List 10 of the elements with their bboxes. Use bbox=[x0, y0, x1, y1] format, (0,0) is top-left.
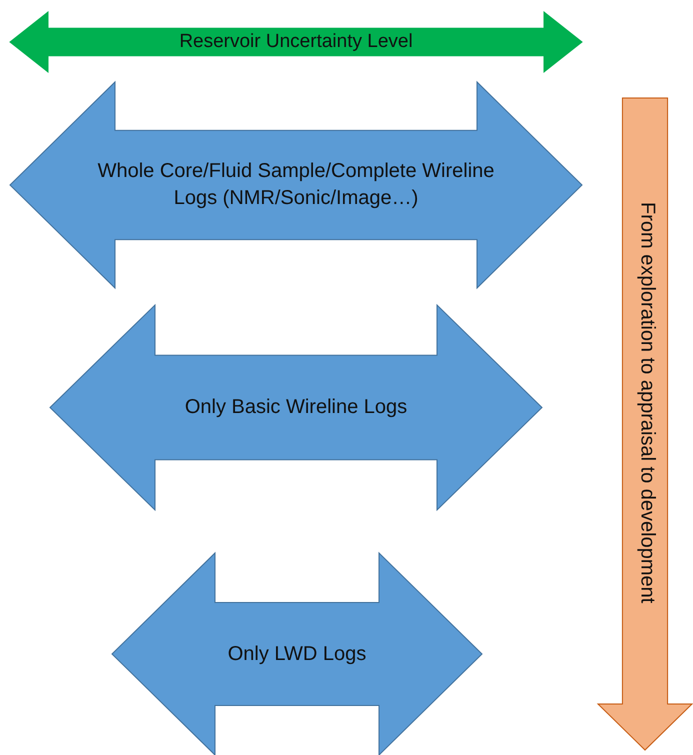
arrow-label: From exploration to appraisal to development bbox=[636, 202, 660, 604]
down-arrow-shape bbox=[598, 98, 692, 750]
arrow-label: Only LWD Logs bbox=[228, 642, 366, 666]
arrow-label: Reservoir Uncertainty Level bbox=[179, 30, 413, 54]
double-arrow-shape bbox=[10, 12, 582, 72]
double-arrow-shape bbox=[50, 305, 542, 510]
arrow-label: Whole Core/Fluid Sample/Complete Wireline Logs (NMR/Sonic/Image…) bbox=[96, 159, 496, 211]
double-arrow-shape bbox=[112, 553, 482, 755]
double-arrow-shape bbox=[10, 82, 582, 288]
arrow-label: Only Basic Wireline Logs bbox=[184, 395, 408, 420]
